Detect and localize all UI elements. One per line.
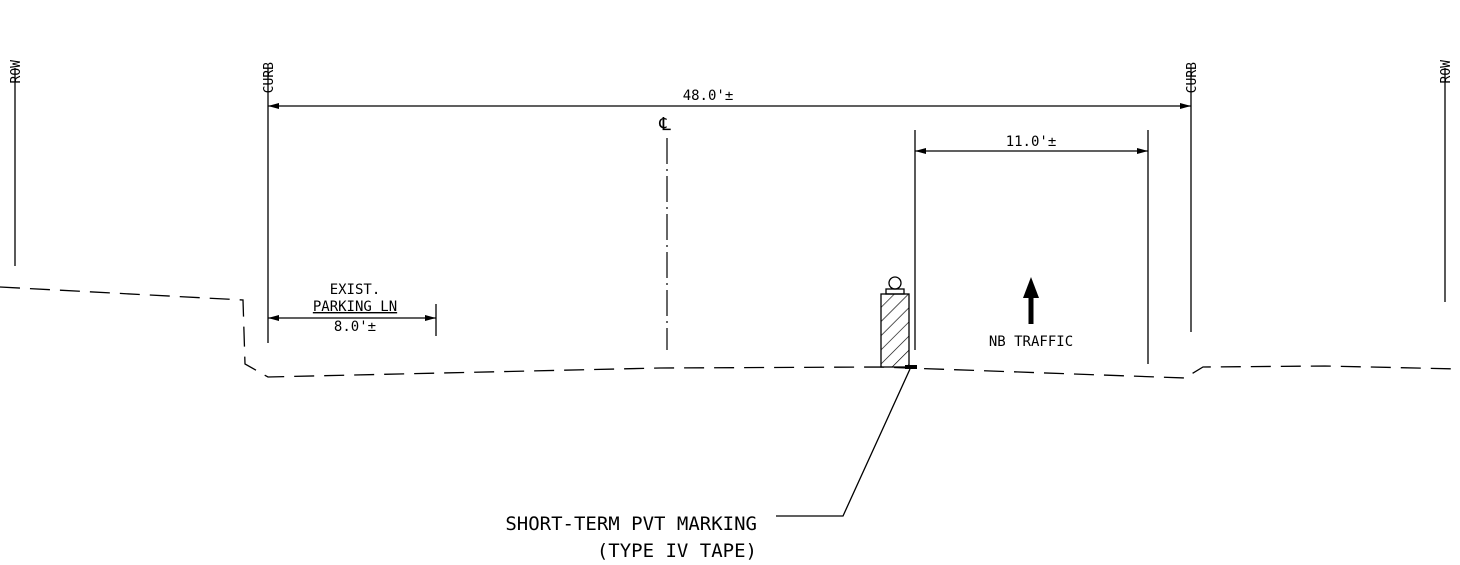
row-right-label: ROW xyxy=(1439,60,1454,84)
row-left-label: ROW xyxy=(9,60,24,84)
curb-left-label: CURB xyxy=(262,62,277,93)
pavement-profile xyxy=(0,286,1460,379)
centerline-symbol: ℄ xyxy=(658,114,671,135)
lane-width-label: 11.0'± xyxy=(1006,134,1057,150)
overall-width-label: 48.0'± xyxy=(683,88,734,104)
callout-leader-line xyxy=(776,368,911,517)
callout-label-line2: (TYPE IV TAPE) xyxy=(597,540,757,562)
tape-marking xyxy=(905,365,917,369)
parking-label-line1: EXIST. xyxy=(330,282,381,298)
curb-right-label: CURB xyxy=(1185,62,1200,93)
traffic-arrow-head-icon xyxy=(1023,277,1039,298)
parking-width-label: 8.0'± xyxy=(334,319,376,335)
parking-label-line2: PARKING LN xyxy=(313,299,397,315)
callout-label-line1: SHORT-TERM PVT MARKING xyxy=(505,513,757,535)
channelizing-drum-icon xyxy=(880,276,910,368)
traffic-label: NB TRAFFIC xyxy=(989,334,1073,350)
